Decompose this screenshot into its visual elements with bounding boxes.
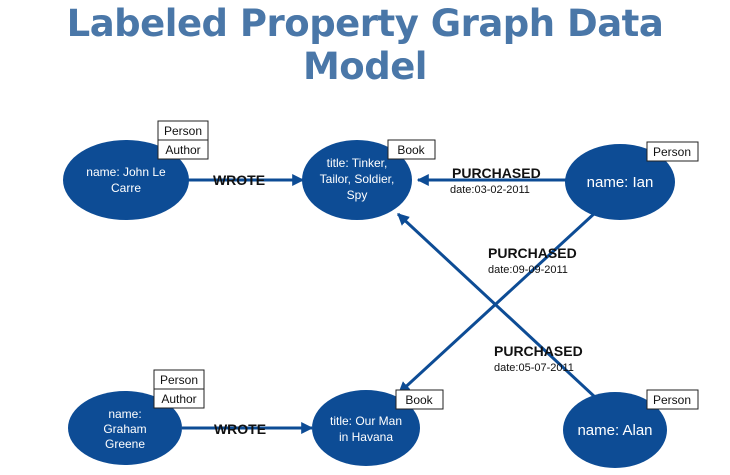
node-john-le-carre-label-person: Person <box>164 124 202 138</box>
node-tinker-tailor: title: Tinker, Tailor, Soldier, Spy Book <box>302 139 436 220</box>
edge-purchased-ian-ourman <box>397 210 598 395</box>
node-graham-greene-label-author: Author <box>161 392 196 406</box>
node-john-le-carre-line-2: Carre <box>111 181 141 195</box>
node-graham-greene-label-person: Person <box>160 373 198 387</box>
edge-prop-purchased-3: date:05-07-2011 <box>494 362 574 374</box>
node-our-man-label-book: Book <box>405 393 433 407</box>
node-tinker-tailor-line-3: Spy <box>347 188 368 202</box>
node-graham-greene-line-2: Graham <box>103 422 146 436</box>
node-tinker-tailor-line-2: Tailor, Soldier, <box>320 172 395 186</box>
edge-label-wrote-1: WROTE <box>213 172 265 188</box>
node-ian-line-1: name: Ian <box>587 174 654 191</box>
edge-prop-purchased-1: date:03-02-2011 <box>450 184 530 196</box>
node-our-man-in-havana: title: Our Man in Havana Book <box>312 389 444 466</box>
node-alan: name: Alan Person <box>563 389 699 468</box>
node-our-man-line-2: in Havana <box>339 430 393 444</box>
edge-label-purchased-2: PURCHASED <box>488 245 577 261</box>
node-tinker-tailor-line-1: title: Tinker, <box>327 156 388 170</box>
node-john-le-carre: name: John Le Carre Person Author <box>63 120 209 220</box>
node-graham-greene: name: Graham Greene Person Author <box>68 369 205 465</box>
node-john-le-carre-label-author: Author <box>165 143 200 157</box>
edge-purchased-alan-tinker <box>396 212 598 400</box>
node-graham-greene-line-1: name: <box>108 407 141 421</box>
edge-prop-purchased-2: date:09-09-2011 <box>488 264 568 276</box>
node-our-man-line-1: title: Our Man <box>330 414 402 428</box>
edge-label-purchased-3: PURCHASED <box>494 343 583 359</box>
node-alan-line-1: name: Alan <box>577 422 652 439</box>
node-john-le-carre-line-1: name: John Le <box>86 165 166 179</box>
node-graham-greene-line-3: Greene <box>105 437 145 451</box>
node-tinker-tailor-label-book: Book <box>397 143 425 157</box>
node-ian-label-person: Person <box>653 145 691 159</box>
node-alan-label-person: Person <box>653 393 691 407</box>
edge-label-wrote-2: WROTE <box>214 421 266 437</box>
node-ian: name: Ian Person <box>565 141 699 220</box>
edge-label-purchased-1: PURCHASED <box>452 165 541 181</box>
page-title: Labeled Property Graph Data Model <box>66 2 664 88</box>
